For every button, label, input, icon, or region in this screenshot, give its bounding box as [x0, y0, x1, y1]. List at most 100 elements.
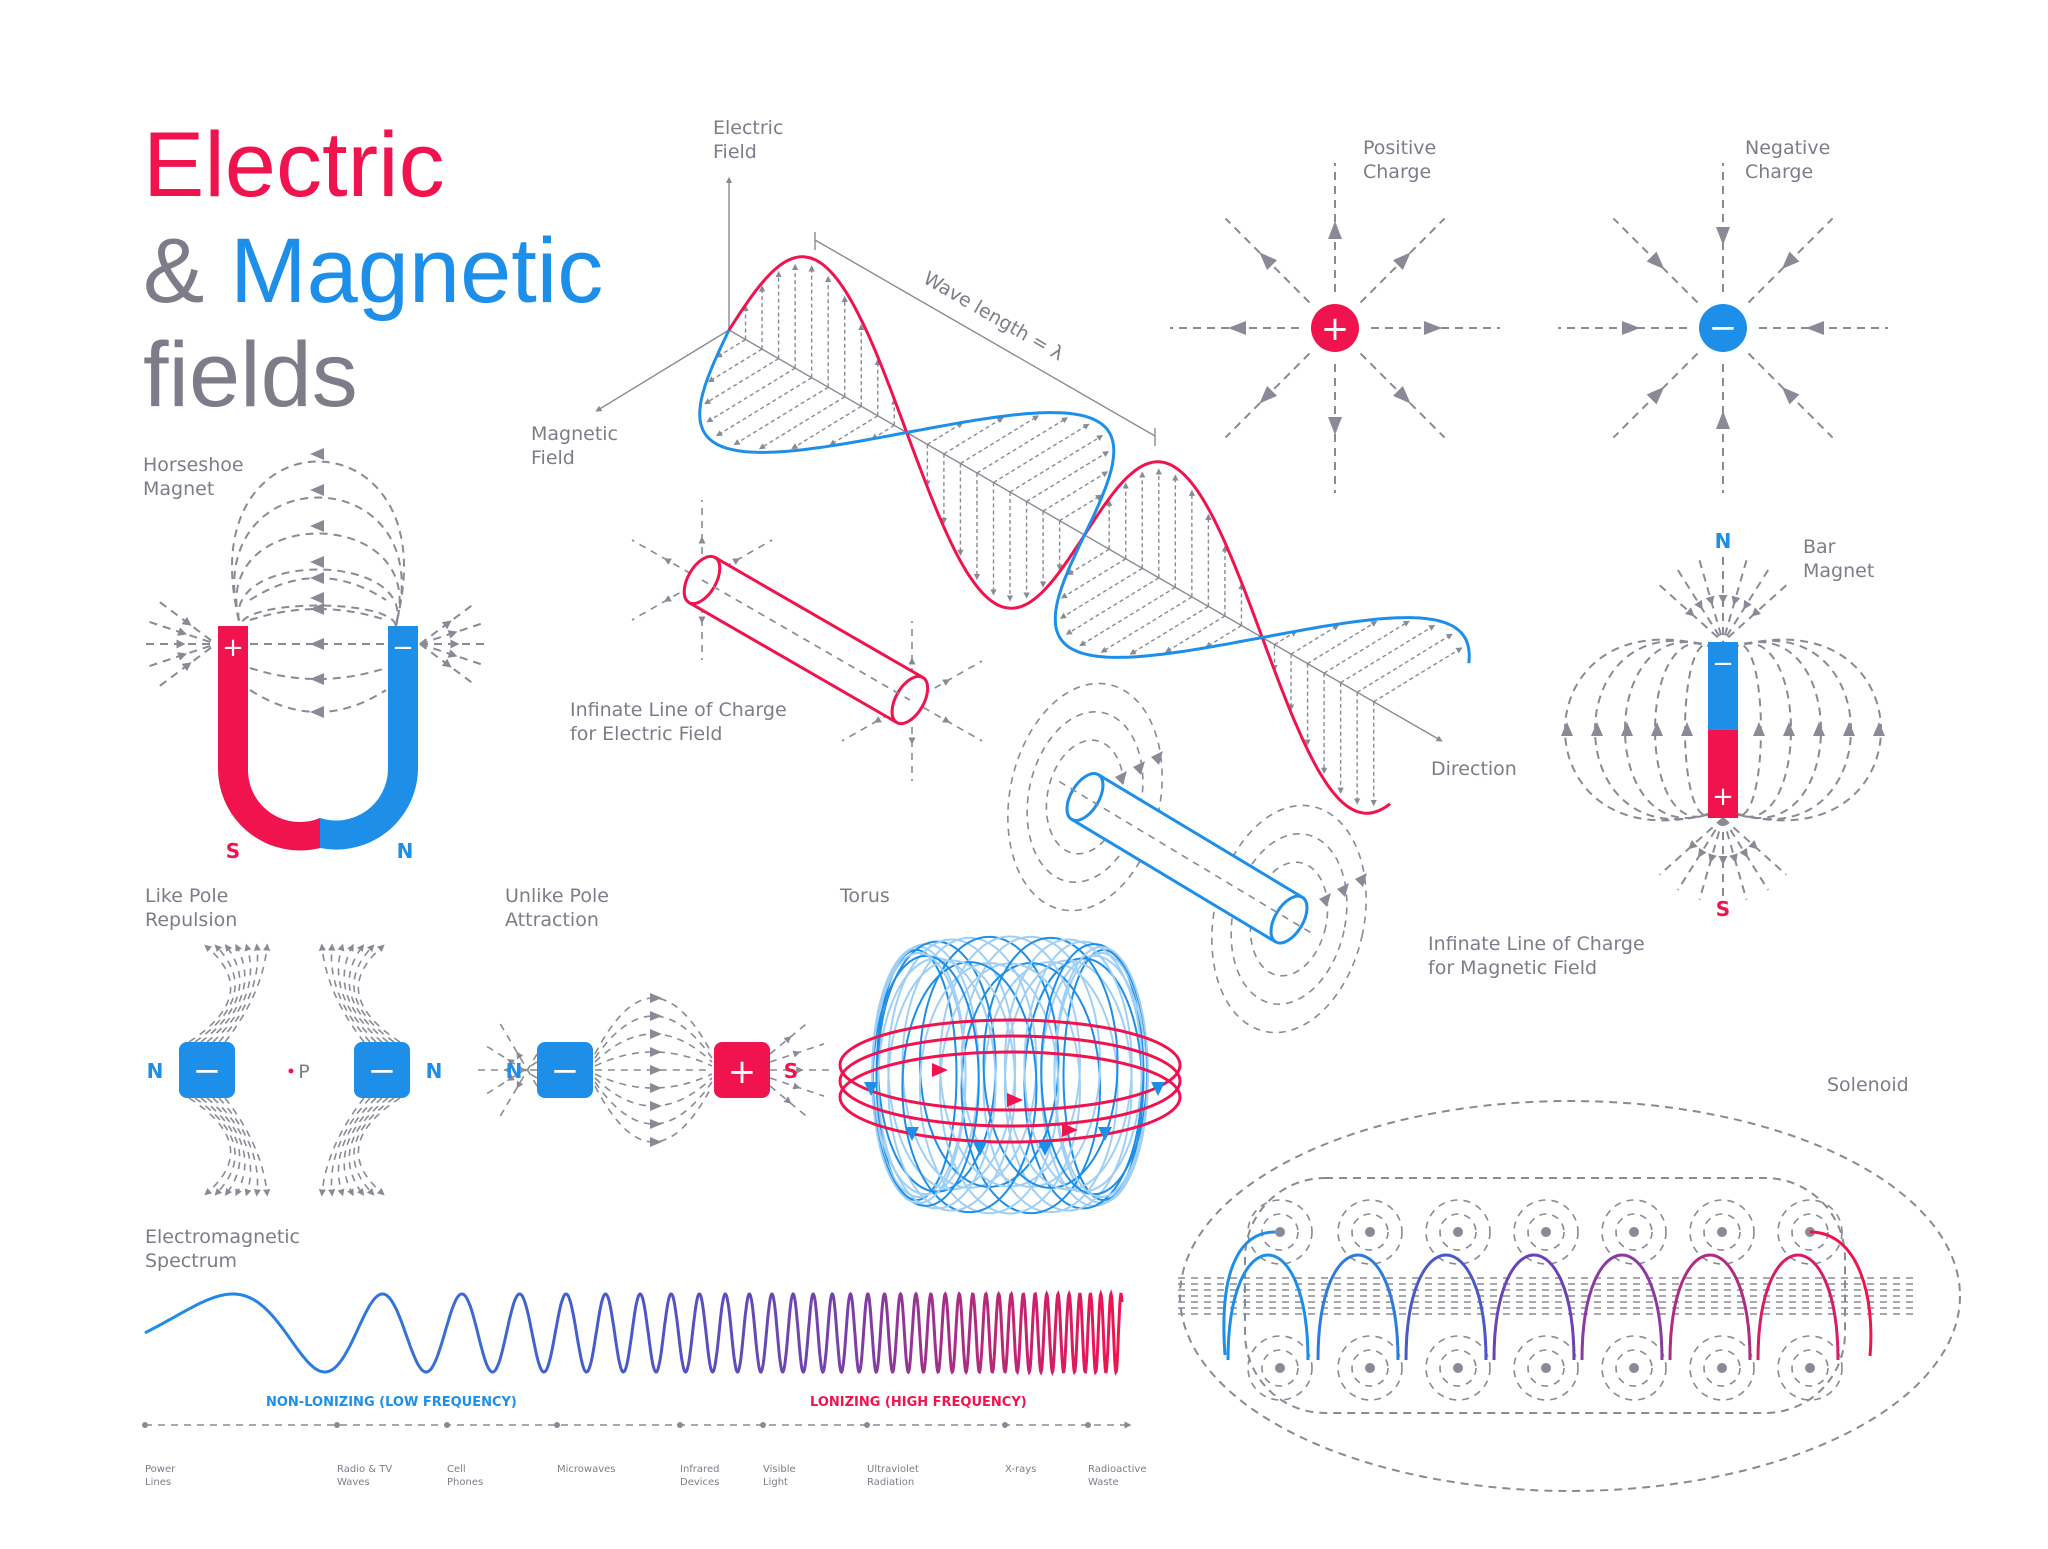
line-charge-magnetic-arrow: [1319, 893, 1331, 907]
bar-right-loop: [1730, 638, 1882, 822]
bar-left-arrow: [1621, 722, 1633, 736]
spectrum-tick-label: Radioactive: [1088, 1464, 1147, 1475]
charge-arrow: [1328, 221, 1342, 239]
spectrum-tick-label: Visible: [763, 1464, 796, 1475]
bar-left-arrow: [1561, 722, 1573, 736]
torus-field-arrow: [905, 1127, 919, 1141]
solenoid-coil-front: [1404, 1253, 1488, 1361]
positive-charge-label-1: Positive: [1363, 137, 1436, 159]
magnetic-vector: [704, 358, 779, 405]
like-pole-line: [348, 944, 389, 1043]
like-pole-line: [218, 1097, 261, 1197]
bar-right-loop: [1730, 642, 1792, 818]
solenoid-coil-front: [1492, 1253, 1576, 1361]
unlike-pole-n: N: [506, 1059, 523, 1083]
bar-bottom-ray: [1698, 817, 1724, 900]
charge-arrow: [1228, 321, 1246, 335]
horseshoe-inner-line: [249, 667, 387, 680]
unlike-pole-line: [594, 1051, 713, 1067]
horseshoe-inner-arrow: [310, 673, 324, 685]
line-charge-magnetic-arrow: [1355, 873, 1367, 887]
magnetic-vector: [871, 424, 895, 440]
horseshoe-inner-arrow: [310, 603, 324, 615]
magnetic-wave-curve: [698, 329, 1471, 664]
unlike-pole-right-block: [714, 1042, 770, 1098]
magnetic-vector: [1059, 567, 1143, 619]
spectrum-label-2: Spectrum: [145, 1250, 237, 1272]
solenoid-wire-field-bottom: [1513, 1335, 1579, 1401]
magnetic-vector: [829, 415, 879, 446]
bar-top-ray: [1677, 569, 1724, 643]
torus-field-arrow: [1038, 1142, 1052, 1156]
horseshoe-minus-sign: −: [392, 633, 414, 663]
bar-left-loop: [1654, 642, 1716, 818]
line-charge-electric-label-2: for Electric Field: [570, 723, 722, 745]
solenoid-wire-bottom: [1275, 1363, 1285, 1373]
bar-left-loop: [1624, 641, 1716, 819]
bar-bottom-ray: [1722, 817, 1748, 900]
solenoid-wire-field-bottom: [1247, 1335, 1313, 1401]
unlike-pole-arrow: [650, 1029, 662, 1039]
charge-arrow: [1806, 321, 1824, 335]
spectrum-tick: [554, 1422, 560, 1428]
bar-magnet-label-1: Bar: [1803, 536, 1836, 558]
bar-top-ray: [1722, 584, 1787, 643]
unlike-pole-line: [594, 1077, 713, 1107]
positive-charge-label-2: Charge: [1363, 161, 1431, 183]
like-pole-line: [224, 1097, 271, 1197]
wavelength-label: Wave length = λ: [920, 267, 1068, 365]
bar-left-arrow: [1681, 722, 1693, 736]
spectrum-tick-label: Ultraviolet: [867, 1464, 919, 1475]
solenoid-wire-field-bottom: [1439, 1349, 1477, 1387]
unlike-pole-label-1: Unlike Pole: [505, 885, 609, 907]
wavelength-measure-line: [814, 239, 1156, 437]
like-pole-line: [206, 943, 246, 1043]
horseshoe-left-ray: [159, 601, 217, 645]
unlike-pole-arrow: [650, 993, 662, 1003]
horseshoe-right-ray: [419, 601, 477, 645]
horseshoe-magnet-red-arm: [218, 626, 320, 851]
horseshoe-inner-arrow: [310, 706, 324, 718]
bar-bottom-ray: [1722, 817, 1769, 891]
line-charge-magnetic-arrow: [1133, 761, 1145, 775]
like-pole-right-block: [354, 1042, 410, 1098]
torus-current-arrow: [1007, 1093, 1023, 1107]
horseshoe-arrow: [310, 520, 324, 532]
solenoid-wire-field-top: [1791, 1213, 1829, 1251]
solenoid-label: Solenoid: [1827, 1074, 1909, 1096]
charge-arrow: [1259, 385, 1278, 404]
spectrum-tick-label: Cell: [447, 1464, 466, 1475]
title-line2-amp: &: [143, 220, 230, 322]
solenoid-wire-field-bottom: [1351, 1349, 1389, 1387]
like-pole-line: [328, 943, 371, 1043]
unlike-pole-arrow: [650, 1101, 662, 1111]
torus-field-arrow: [1098, 1127, 1112, 1141]
line-charge-magnetic-loop: [1249, 861, 1329, 977]
line-charge-magnetic-label-2: for Magnetic Field: [1428, 957, 1597, 979]
spectrum-tick: [677, 1422, 683, 1428]
spectrum-tick-label: X-rays: [1005, 1464, 1036, 1475]
torus-current-ring: [838, 1050, 1182, 1144]
horseshoe-magnet-blue-arm: [320, 626, 418, 850]
like-pole-label-2: Repulsion: [145, 909, 237, 931]
torus-loop: [887, 959, 1017, 1212]
horseshoe-blue-pole: [388, 626, 418, 662]
torus-current-ring: [838, 1034, 1182, 1128]
magnetic-vector: [1079, 586, 1176, 647]
solenoid-wire-bottom: [1453, 1363, 1463, 1373]
unlike-pole-line: [594, 1073, 713, 1089]
like-pole-line: [348, 1097, 389, 1196]
solenoid-coil-start: [1222, 1230, 1276, 1356]
like-pole-line: [318, 1097, 365, 1197]
ionizing-label: LONIZING (HIGH FREQUENCY): [810, 1395, 1027, 1410]
line-charge-electric-ray: [911, 700, 983, 742]
unlike-pole-outer-ray: [482, 1043, 538, 1079]
solenoid-wire-field-top: [1615, 1213, 1653, 1251]
magnetic-vector: [715, 338, 746, 358]
direction-label: Direction: [1431, 758, 1517, 780]
magnetic-vector: [1009, 435, 1104, 493]
horseshoe-magnet-diagram: + − S N Horseshoe Magnet: [143, 448, 490, 863]
title-line1: Electric: [143, 114, 445, 216]
solenoid-wire-field-top: [1337, 1199, 1403, 1265]
